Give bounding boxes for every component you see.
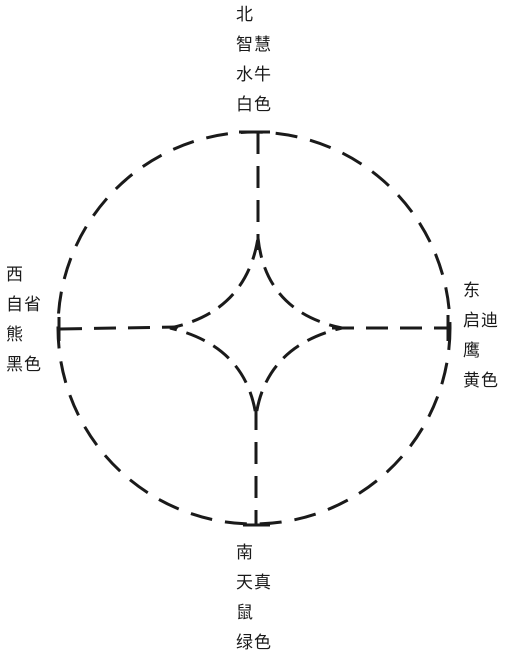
- west-label: 西 自省 熊 黑色: [6, 260, 42, 380]
- west-quality: 自省: [6, 295, 42, 315]
- east-animal: 鹰: [463, 341, 481, 361]
- north-animal: 水牛: [236, 65, 272, 85]
- east-quality: 启迪: [463, 311, 499, 331]
- north-quality: 智慧: [236, 35, 272, 55]
- east-direction: 东: [463, 281, 481, 301]
- south-direction: 南: [236, 543, 254, 563]
- east-color: 黄色: [463, 371, 499, 391]
- south-color: 绿色: [236, 633, 272, 653]
- west-animal: 熊: [6, 325, 24, 345]
- north-label: 北 智慧 水牛 白色: [236, 0, 272, 120]
- west-color: 黑色: [6, 355, 42, 375]
- outer-circle: [56, 130, 452, 526]
- north-color: 白色: [236, 95, 272, 115]
- south-label: 南 天真 鼠 绿色: [236, 538, 272, 658]
- north-direction: 北: [236, 5, 254, 25]
- central-star: [169, 237, 343, 417]
- west-direction: 西: [6, 265, 24, 285]
- east-label: 东 启迪 鹰 黄色: [463, 276, 499, 396]
- south-animal: 鼠: [236, 603, 254, 623]
- south-quality: 天真: [236, 573, 272, 593]
- west-arm: [59, 325, 179, 331]
